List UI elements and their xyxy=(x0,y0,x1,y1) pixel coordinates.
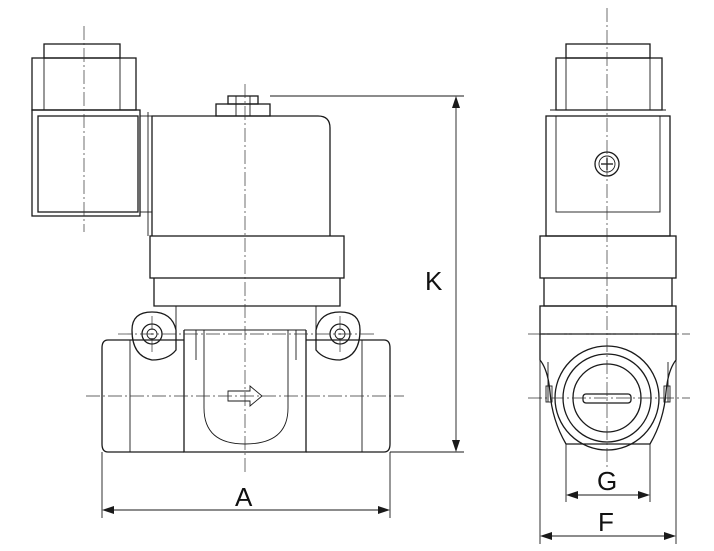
side-valve-body xyxy=(539,334,677,445)
side-view xyxy=(528,8,690,470)
dimension-a xyxy=(101,452,391,518)
dimension-label-k: K xyxy=(425,266,443,296)
arrow-right-icon xyxy=(227,385,263,407)
mounting-ear-right xyxy=(315,311,361,361)
mounting-ear-left xyxy=(131,311,177,361)
side-connector-cap xyxy=(555,43,663,111)
coil-housing xyxy=(147,112,331,236)
collar-ring xyxy=(149,235,345,279)
side-collar-ring xyxy=(539,235,677,279)
connector-body xyxy=(31,109,152,217)
bonnet xyxy=(153,278,341,330)
side-bonnet xyxy=(539,278,677,335)
dimension-f xyxy=(539,334,677,544)
dimension-label-a: A xyxy=(235,482,253,512)
front-view xyxy=(31,26,404,474)
dimension-label-f: F xyxy=(598,507,614,537)
top-nut xyxy=(215,95,271,117)
dimension-g xyxy=(565,444,651,502)
side-connector-body xyxy=(545,109,671,237)
dimension-k xyxy=(270,95,464,453)
dimension-label-g: G xyxy=(597,466,618,496)
